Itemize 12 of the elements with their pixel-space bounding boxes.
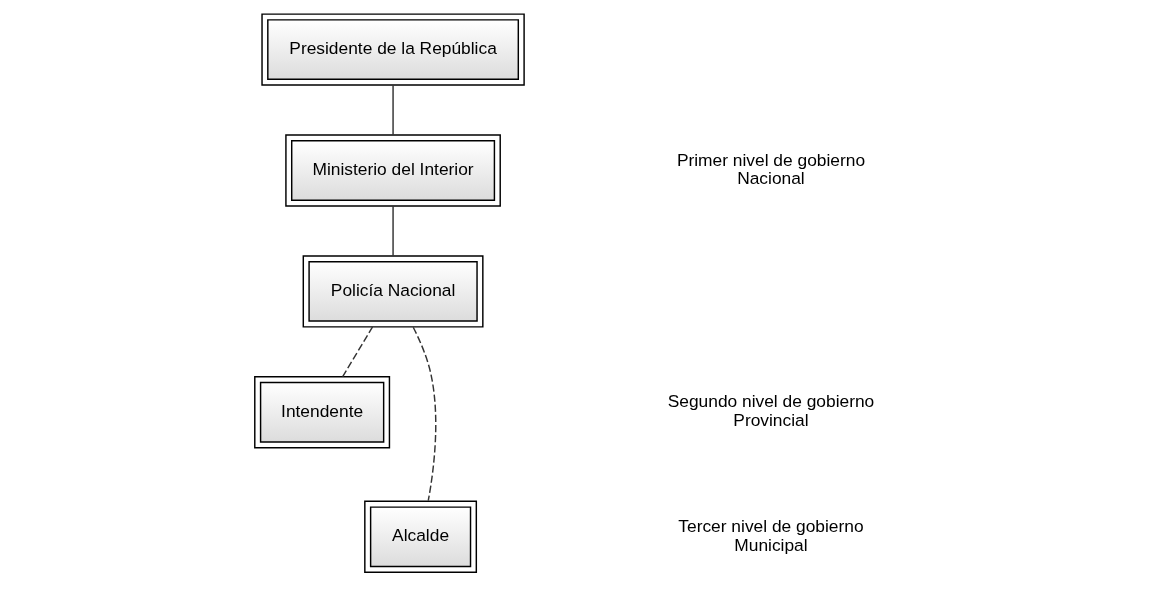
node-box: Alcalde: [364, 500, 478, 573]
connector: [392, 84, 394, 136]
label: Tercer nivel de gobierno Municipal: [678, 515, 864, 555]
node-box: Presidente de la República: [261, 13, 525, 86]
connector: [412, 326, 437, 502]
connector: [341, 326, 374, 378]
node-box: Policía Nacional: [302, 255, 484, 328]
connector: [392, 205, 394, 257]
label: Primer nivel de gobierno Nacional: [676, 149, 866, 189]
node-box: Intendente: [254, 376, 391, 449]
node-box: Ministerio del Interior: [285, 134, 501, 207]
label: Segundo nivel de gobierno Provincial: [667, 391, 875, 431]
